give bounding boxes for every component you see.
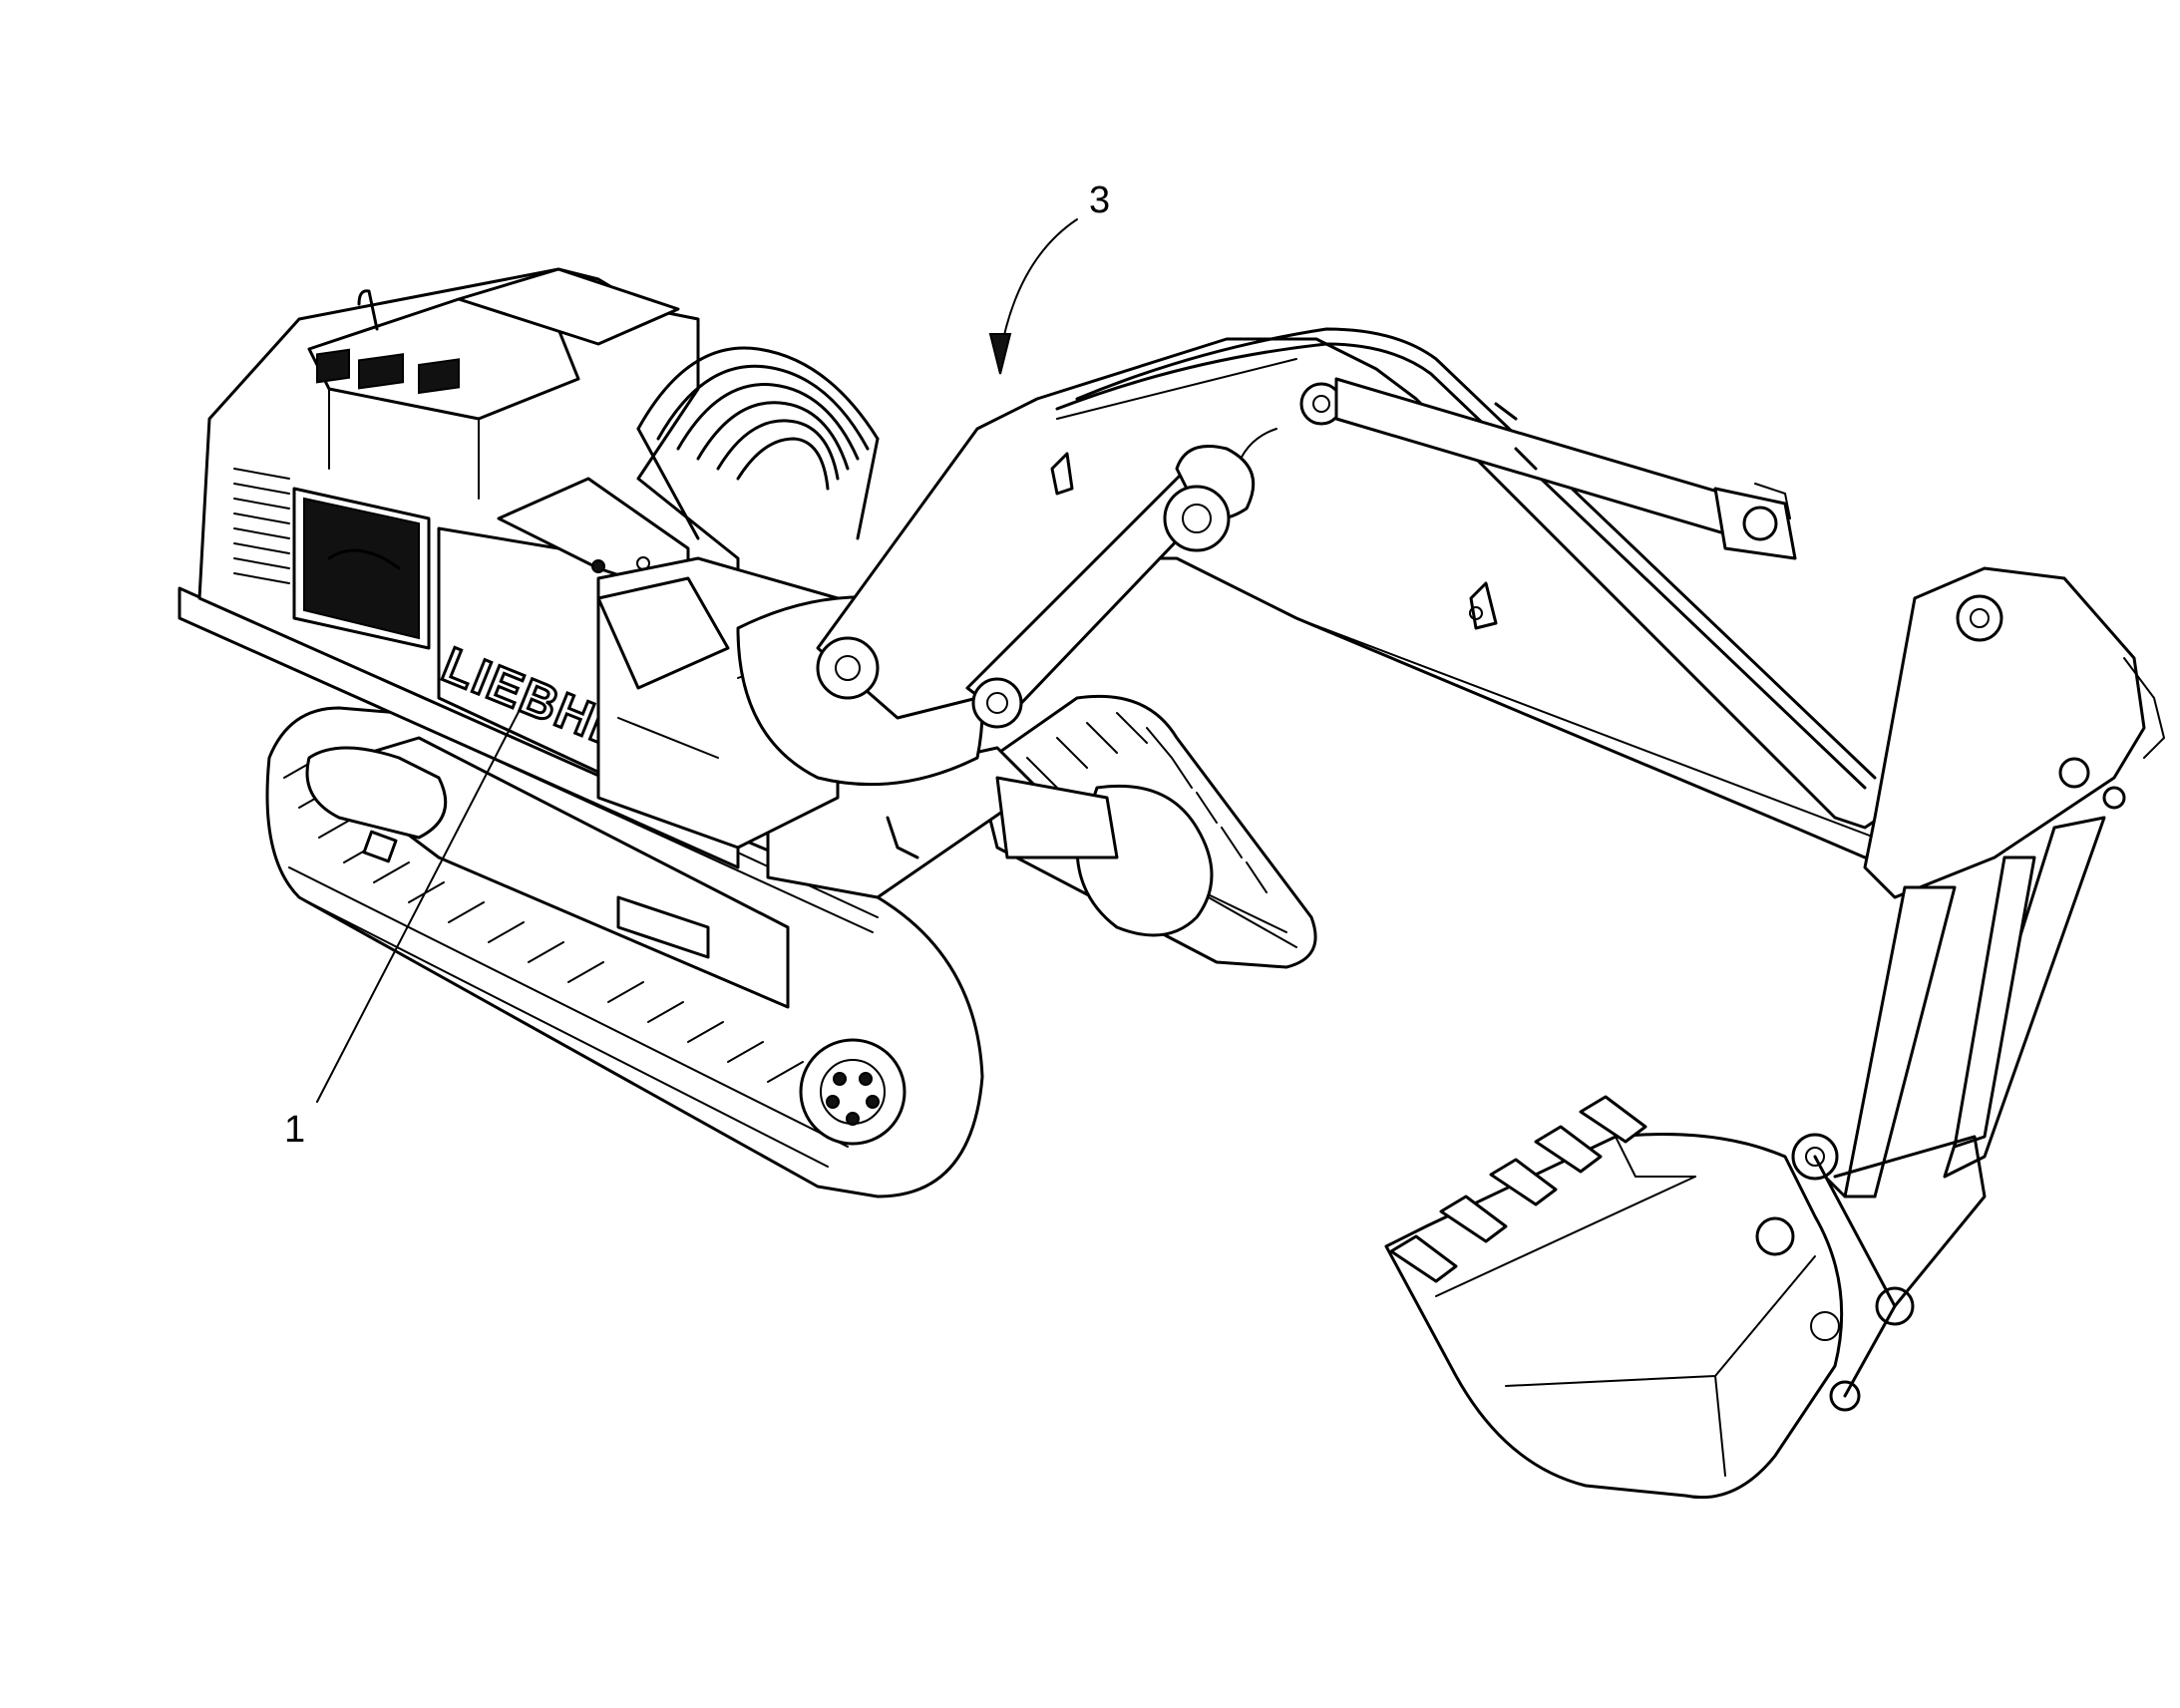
front-track — [265, 706, 984, 1198]
callout-1: 1 — [284, 707, 522, 1151]
upper-carriage: LIEBHERR — [178, 267, 984, 869]
side-grille — [233, 468, 290, 584]
callout-3-leader — [999, 218, 1078, 355]
cab-guard — [636, 346, 880, 540]
callout-1-leader — [316, 707, 522, 1103]
boom-cylinder — [965, 445, 1256, 729]
callout-3-arrowhead — [988, 333, 1012, 375]
bucket-teeth — [1389, 1095, 1647, 1283]
stick — [1803, 566, 2165, 1198]
callout-3: 3 — [988, 179, 1110, 375]
stick-cylinder — [1334, 377, 1797, 560]
callout-1-label: 1 — [284, 1109, 305, 1151]
callout-3-label: 3 — [1089, 179, 1110, 221]
bucket — [1384, 1095, 1987, 1500]
